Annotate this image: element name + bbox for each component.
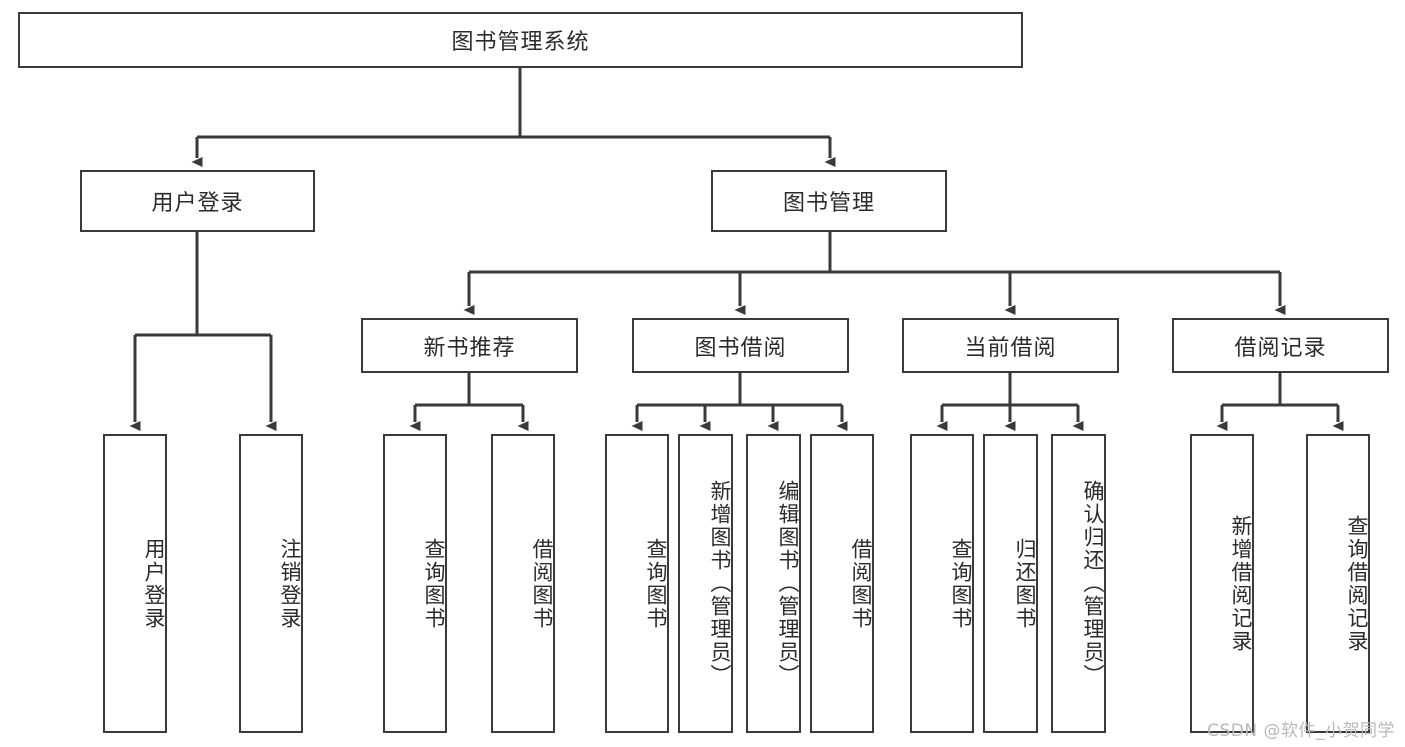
node-label: 图书借阅 (694, 335, 787, 361)
node-label: 查询图书 (422, 537, 446, 630)
node-book-management[interactable]: 图书管理 (711, 170, 947, 232)
node-label: 当前借阅 (964, 335, 1057, 361)
node-user-login[interactable]: 用户登录 (80, 170, 315, 232)
node-root-system[interactable]: 图书管理系统 (18, 12, 1023, 68)
node-leaf-user-login[interactable]: 用户登录 (103, 434, 167, 733)
node-label: 图书管理系统 (451, 30, 590, 55)
node-leaf-edit-book[interactable]: 编辑图书（管理员） (746, 434, 801, 733)
node-current-borrow[interactable]: 当前借阅 (902, 318, 1119, 373)
node-leaf-borrow-book-2[interactable]: 借阅图书 (810, 434, 874, 733)
node-label: 新增借阅记录 (1229, 514, 1253, 653)
node-label: 查询图书 (644, 537, 668, 630)
node-label: 用户登录 (142, 537, 166, 630)
node-label: 注销登录 (278, 537, 302, 630)
node-label: 新增图书（管理员） (708, 480, 732, 687)
node-label: 用户登录 (151, 191, 244, 216)
node-label: 编辑图书（管理员） (776, 480, 800, 687)
node-leaf-return-book[interactable]: 归还图书 (983, 434, 1038, 733)
node-leaf-confirm-return[interactable]: 确认归还（管理员） (1051, 434, 1106, 733)
node-new-book-recommend[interactable]: 新书推荐 (361, 318, 578, 373)
node-leaf-user-logout[interactable]: 注销登录 (239, 434, 303, 733)
node-label: 新书推荐 (423, 335, 516, 361)
node-leaf-add-record[interactable]: 新增借阅记录 (1190, 434, 1254, 733)
node-label: 图书管理 (782, 191, 875, 216)
node-leaf-query-record[interactable]: 查询借阅记录 (1306, 434, 1370, 733)
node-book-borrow[interactable]: 图书借阅 (632, 318, 849, 373)
csdn-watermark: CSDN @软件_小贺同学 (1207, 721, 1395, 741)
node-label: 借阅记录 (1234, 335, 1327, 361)
node-label: 借阅图书 (530, 537, 554, 630)
node-label: 归还图书 (1013, 537, 1037, 630)
node-label: 查询借阅记录 (1345, 514, 1369, 653)
node-borrow-record[interactable]: 借阅记录 (1172, 318, 1389, 373)
node-leaf-borrow-book-1[interactable]: 借阅图书 (491, 434, 555, 733)
node-label: 查询图书 (949, 537, 973, 630)
node-leaf-query-book-2[interactable]: 查询图书 (605, 434, 669, 733)
node-leaf-query-book-1[interactable]: 查询图书 (383, 434, 447, 733)
node-label: 借阅图书 (849, 537, 873, 630)
node-leaf-add-book[interactable]: 新增图书（管理员） (678, 434, 733, 733)
node-label: 确认归还（管理员） (1081, 480, 1105, 687)
node-leaf-query-book-3[interactable]: 查询图书 (910, 434, 974, 733)
